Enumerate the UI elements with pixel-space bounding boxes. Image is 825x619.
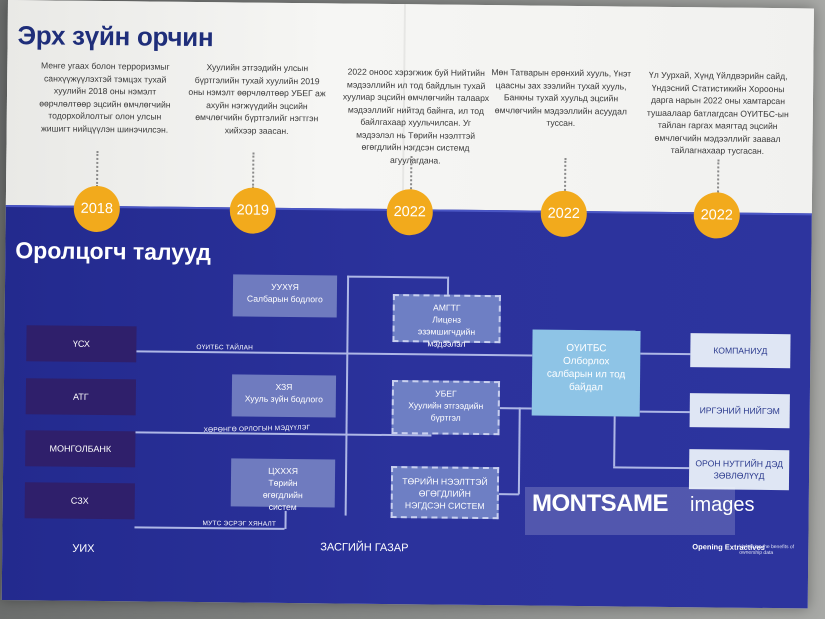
- milestone-text: 2022 оноос хэрэгжиж буй Нийтийн мэдээлли…: [342, 66, 490, 166]
- agency-box-ubeg: УБЕГ Хуулийн этгээдийн бүртгэл: [391, 380, 501, 436]
- agency-name: УБЕГ: [435, 388, 457, 399]
- watermark-brand: MONTSAME: [532, 490, 669, 517]
- center-name: ОҮИТБС: [566, 342, 607, 355]
- stakeholder-box-civil-society: ИРГЭНИЙ НИЙГЭМ: [689, 393, 790, 429]
- line-label: ОҮИТБС ТАЙЛАН: [196, 343, 254, 352]
- ministry-box-uukhuya: УУХҮЯ Салбарын бодлого: [232, 274, 338, 318]
- ministry-box-tskhkhkhya: ЦХХХЯ Төрийн өгөгдлийн систем: [230, 458, 336, 512]
- timeline-connector: [96, 150, 99, 187]
- opening-extractives-tagline: Unlocking the benefits of ownership data: [739, 543, 795, 557]
- ministry-role: Хууль зүйн бодлого: [244, 393, 323, 405]
- timeline-connector: [716, 159, 720, 196]
- ministry-box-khzya: ХЗЯ Хууль зүйн бодлого: [231, 374, 337, 418]
- ministry-name: ЦХХХЯ: [268, 465, 299, 477]
- milestone-text: Мөн Татварын ерөнхий хууль, Үнэт цаасны …: [491, 67, 632, 128]
- ministry-role: Төрийн өгөгдлийн систем: [262, 477, 303, 513]
- line-label: МУТС ЭСРЭГ ХЯНАЛТ: [202, 520, 277, 528]
- ministry-role: Салбарын бодлого: [246, 293, 323, 305]
- ministry-name: УУХҮЯ: [271, 281, 299, 293]
- org-box-szkh: СЗХ: [24, 482, 135, 520]
- stakeholder-box-local-councils: ОРОН НУТГИЙН ДЭД ЗӨВЛӨЛҮҮД: [688, 449, 790, 491]
- watermark-suffix: images: [690, 494, 755, 516]
- year-badge: 2022: [693, 192, 741, 239]
- milestone-text: Хуулийн этгээдийн улсын бүртгэлийн тухай…: [188, 62, 326, 136]
- section-title-participants: Оролцогч талууд: [15, 237, 212, 266]
- parliament-label: УИХ: [72, 542, 95, 555]
- watermark-backdrop: [525, 487, 735, 535]
- org-box-atg: АТГ: [25, 378, 137, 416]
- system-box-open-data: ТӨРИЙН НЭЭЛТТЭЙ ӨГӨГДЛИЙН НЭГДСЭН СИСТЕМ: [390, 466, 500, 520]
- org-box-mongolbank: МОНГОЛБАНК: [25, 430, 136, 468]
- year-badge: 2018: [73, 185, 121, 233]
- year-badge: 2022: [386, 188, 434, 236]
- year-badge: 2022: [540, 190, 588, 238]
- stakeholder-box-companies: КОМПАНИУД: [690, 333, 791, 369]
- connector-line: [499, 407, 532, 410]
- milestone-text: Менге угаах болон терроризмыг санхүүжүүл…: [39, 60, 171, 135]
- timeline-connector: [564, 157, 567, 194]
- agency-name: АМГТГ: [433, 302, 461, 313]
- government-label: ЗАСГИЙН ГАЗАР: [320, 541, 409, 555]
- timeline-connector: [252, 152, 255, 189]
- system-name: ТӨРИЙН НЭЭЛТТЭЙ ӨГӨГДЛИЙН НЭГДСЭН СИСТЕМ: [402, 476, 488, 512]
- year-badge: 2019: [229, 187, 277, 234]
- agency-box-amgtg: АМГТГ Лиценз эзэмшигчдийн мэдээлэл: [392, 294, 501, 349]
- agency-role: Хуулийн этгээдийн бүртгэл: [408, 400, 484, 423]
- connector-line: [498, 493, 519, 495]
- ministry-name: ХЗЯ: [275, 381, 293, 392]
- connector-line: [284, 510, 287, 529]
- milestone-text: Үл Уурхай, Хүнд Үйлдвэрийн сайд, Үндэсни…: [646, 69, 789, 156]
- center-role: Олборлох салбарын ил тод байдал: [546, 355, 626, 394]
- org-box-uskh: ҮСХ: [26, 325, 137, 363]
- timeline-connector: [410, 156, 413, 193]
- center-box-eiti: ОҮИТБС Олборлох салбарын ил тод байдал: [531, 329, 641, 417]
- agency-role: Лиценз эзэмшигчдийн мэдээлэл: [417, 314, 476, 349]
- section-title-legal: Эрх зүйн орчин: [17, 20, 214, 53]
